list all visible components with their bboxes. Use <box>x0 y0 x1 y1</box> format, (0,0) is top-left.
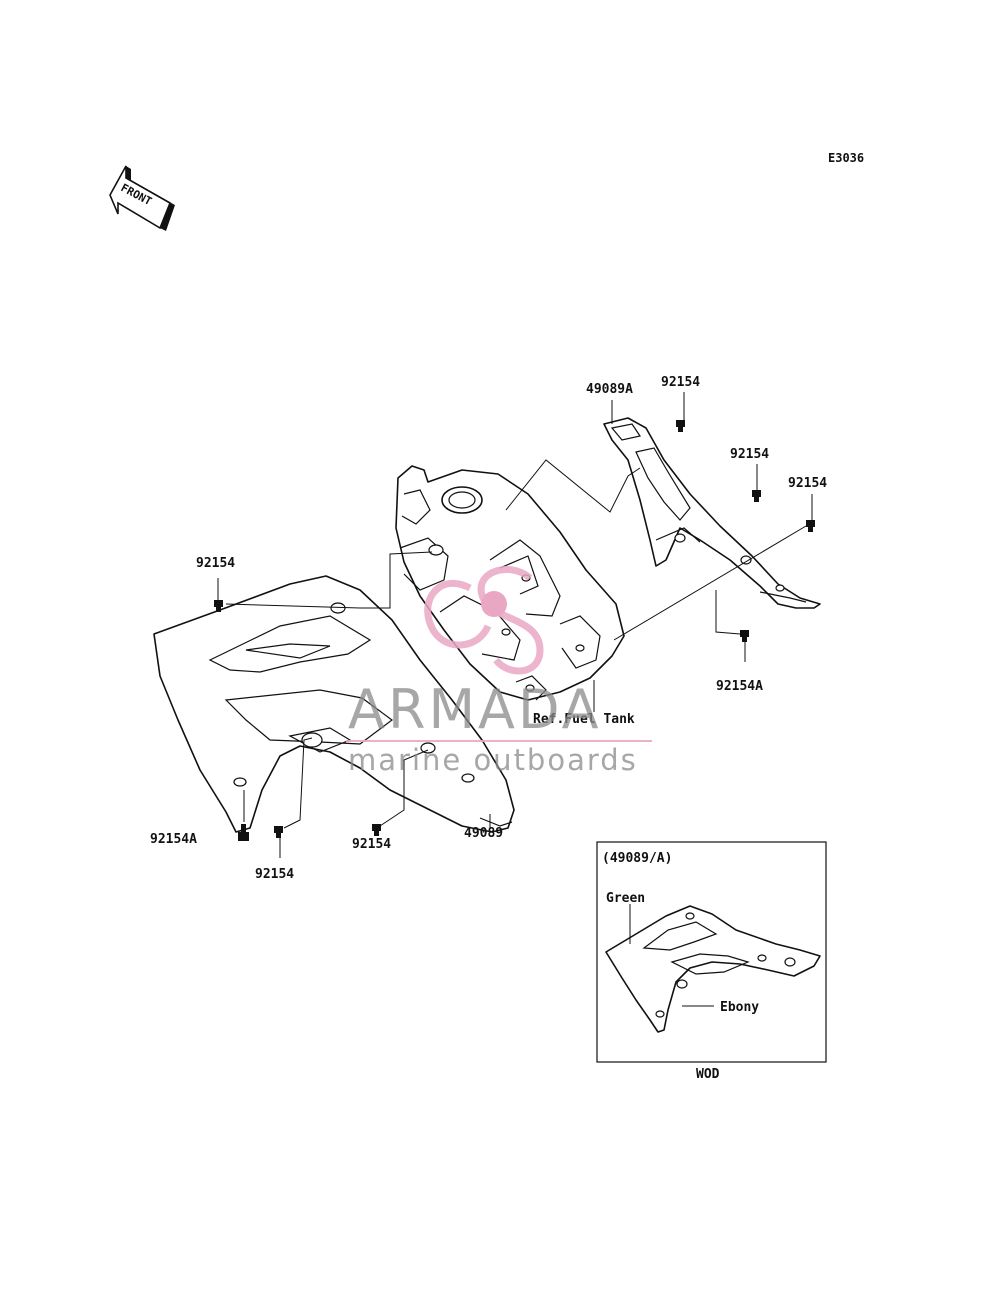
label-92154-center-bottom: 92154 <box>352 837 391 852</box>
label-92154A-right: 92154A <box>716 679 763 694</box>
front-arrow-icon: FRONT <box>109 165 175 231</box>
label-92154-mid-right: 92154 <box>730 447 769 462</box>
color-variant-inset: (49089/A) Green Ebony <box>596 841 827 1063</box>
inset-caption: WOD <box>696 1067 720 1082</box>
label-92154-left-top: 92154 <box>196 556 235 571</box>
label-92154A-left: 92154A <box>150 832 197 847</box>
label-49089: 49089 <box>464 826 503 841</box>
label-ref-fuel-tank: Ref.Fuel Tank <box>533 712 635 727</box>
left-shroud <box>153 575 515 833</box>
inset-title: (49089/A) <box>602 851 672 866</box>
inset-label-green: Green <box>606 891 645 906</box>
bolt-icon <box>214 420 815 841</box>
label-49089A: 49089A <box>586 382 633 397</box>
diagram-code: E3036 <box>828 151 864 165</box>
watermark-brand: ARMADA <box>348 678 602 741</box>
right-shroud <box>603 417 821 609</box>
label-92154-top-right: 92154 <box>661 375 700 390</box>
watermark: ARMADA marine outboards <box>346 566 652 777</box>
leader-lines <box>217 392 813 858</box>
armada-logo-icon <box>424 566 544 675</box>
fuel-tank <box>395 465 625 701</box>
label-92154-left-bottom: 92154 <box>255 867 294 882</box>
inset-label-ebony: Ebony <box>720 1000 759 1015</box>
label-92154-far-right: 92154 <box>788 476 827 491</box>
watermark-tagline: marine outboards <box>348 743 638 777</box>
